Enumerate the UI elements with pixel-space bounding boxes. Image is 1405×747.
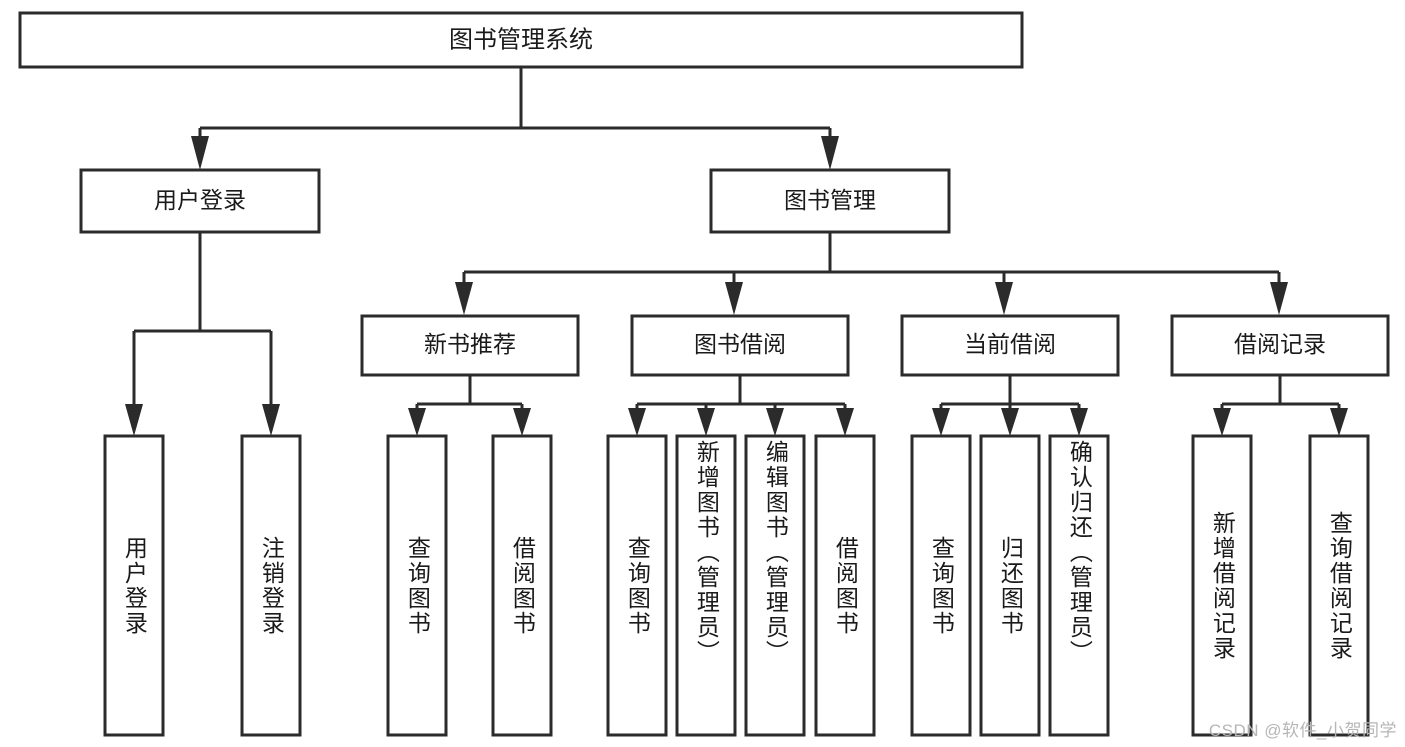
node-new-book-recommend[interactable]: 新书推荐	[360, 314, 580, 377]
leaf-box-book-borrow-2[interactable]	[675, 434, 737, 737]
node-current-borrow-label: 当前借阅	[964, 331, 1056, 357]
csdn-watermark: CSDN @软件_小贺同学	[1208, 721, 1397, 740]
leaf-box-new-book-1[interactable]	[386, 434, 448, 737]
node-root-box[interactable]	[18, 11, 1024, 69]
arrow-head-book-manage	[821, 136, 839, 170]
arrow-head-borrowrecord-leaf-1	[1213, 408, 1231, 436]
arrow-head-currentborrow-leaf-2	[1001, 408, 1019, 436]
node-user-login-box[interactable]	[79, 168, 321, 234]
node-borrow-record-label: 借阅记录	[1234, 331, 1326, 357]
arrow-head-currentborrow-leaf-3	[1070, 408, 1088, 436]
arrow-head-newbook-leaf-2	[513, 408, 531, 436]
node-borrow-record-box[interactable]	[1170, 314, 1390, 377]
node-root-label: 图书管理系统	[449, 26, 593, 53]
node-book-borrow-box[interactable]	[630, 314, 850, 377]
leaf-box-borrow-record-2[interactable]	[1308, 434, 1370, 737]
arrow-head-level2-2	[725, 282, 743, 315]
arrow-head-level2-1	[455, 282, 473, 315]
leaf-box-new-book-2[interactable]	[491, 434, 553, 737]
arrow-head-bookborrow-leaf-3	[766, 408, 784, 436]
arrow-head-bookborrow-leaf-4	[836, 408, 854, 436]
node-user-login[interactable]: 用户登录	[79, 168, 321, 234]
leaf-box-borrow-record-1[interactable]	[1191, 434, 1253, 737]
node-root[interactable]: 图书管理系统	[18, 11, 1024, 69]
arrow-head-bookborrow-leaf-1	[628, 408, 646, 436]
node-book-manage[interactable]: 图书管理	[709, 168, 951, 234]
connector-layer	[125, 67, 1348, 436]
arrow-head-userlogin-leaf-2	[262, 404, 280, 436]
node-user-login-label: 用户登录	[154, 187, 246, 213]
arrow-head-user-login	[191, 136, 209, 170]
node-new-book-recommend-label: 新书推荐	[424, 331, 516, 357]
node-book-borrow[interactable]: 图书借阅	[630, 314, 850, 377]
arrow-head-newbook-leaf-1	[408, 408, 426, 436]
node-new-book-recommend-box[interactable]	[360, 314, 580, 377]
arrow-head-borrowrecord-leaf-2	[1330, 408, 1348, 436]
leaf-box-user-login-2[interactable]	[240, 434, 302, 737]
leaf-box-current-borrow-1[interactable]	[910, 434, 972, 737]
node-current-borrow-box[interactable]	[900, 314, 1120, 377]
arrow-head-level2-4	[1270, 282, 1288, 315]
leaf-box-book-borrow-4[interactable]	[814, 434, 876, 737]
node-book-manage-box[interactable]	[709, 168, 951, 234]
arrow-head-bookborrow-leaf-2	[697, 408, 715, 436]
arrow-head-level2-3	[995, 282, 1013, 315]
leaf-box-current-borrow-3[interactable]	[1048, 434, 1110, 737]
node-book-manage-label: 图书管理	[784, 187, 876, 213]
arrow-head-userlogin-leaf-1	[125, 404, 143, 436]
arrow-head-currentborrow-leaf-1	[932, 408, 950, 436]
node-current-borrow[interactable]: 当前借阅	[900, 314, 1120, 377]
leaf-box-user-login-1[interactable]	[103, 434, 165, 737]
node-borrow-record[interactable]: 借阅记录	[1170, 314, 1390, 377]
leaf-box-book-borrow-3[interactable]	[744, 434, 806, 737]
leaf-box-current-borrow-2[interactable]	[979, 434, 1041, 737]
node-book-borrow-label: 图书借阅	[694, 331, 786, 357]
leaf-box-book-borrow-1[interactable]	[606, 434, 668, 737]
